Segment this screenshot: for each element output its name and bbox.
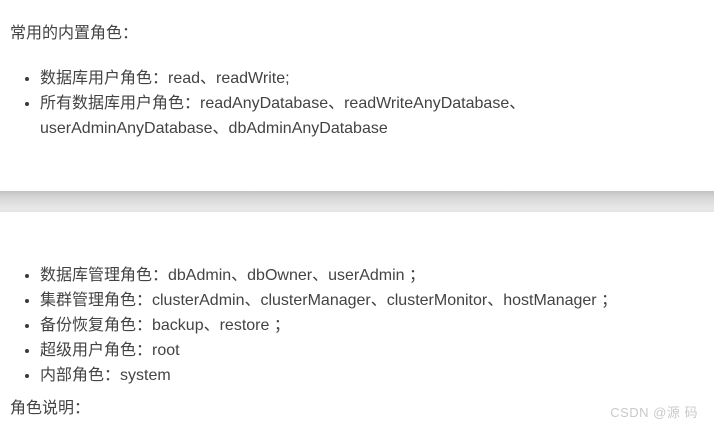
list-item: 所有数据库用户角色：readAnyDatabase、readWriteAnyDa… <box>40 91 700 141</box>
divider <box>0 191 714 212</box>
list-item: 内部角色：system <box>40 363 700 388</box>
article-content: 常用的内置角色： 数据库用户角色：read、readWrite; 所有数据库用户… <box>0 0 714 418</box>
list-item: 数据库用户角色：read、readWrite; <box>40 66 700 91</box>
csdn-watermark: CSDN @源 码 <box>610 405 698 420</box>
list-item: 备份恢复角色：backup、restore ； <box>40 313 700 338</box>
intro-heading: 常用的内置角色： <box>10 25 139 42</box>
list-item: 集群管理角色：clusterAdmin、clusterManager、clust… <box>40 288 700 313</box>
roles-note-heading: 角色说明： <box>10 400 91 417</box>
admin-roles-list: 数据库管理角色：dbAdmin、dbOwner、userAdmin ； 集群管理… <box>10 263 700 388</box>
list-item: 数据库管理角色：dbAdmin、dbOwner、userAdmin ； <box>40 263 700 288</box>
list-item: 超级用户角色：root <box>40 338 700 363</box>
user-roles-list: 数据库用户角色：read、readWrite; 所有数据库用户角色：readAn… <box>10 66 700 141</box>
